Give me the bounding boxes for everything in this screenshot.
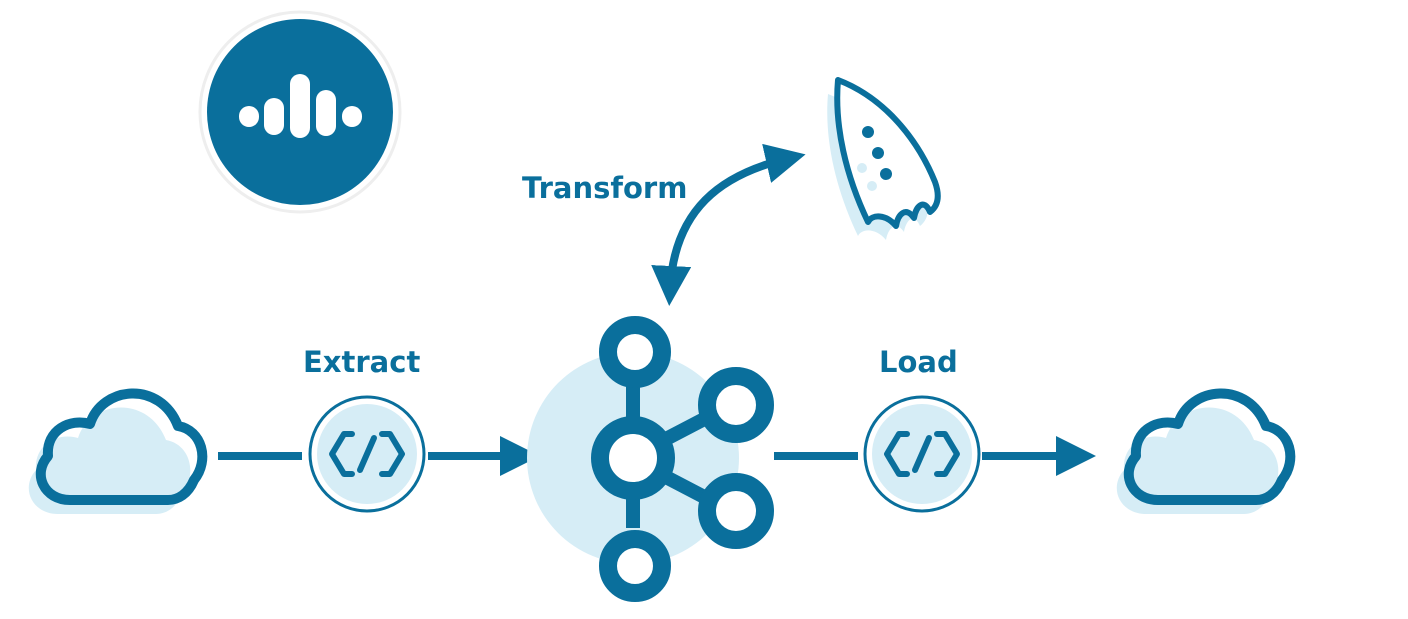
kafka-hub-icon (527, 316, 774, 602)
extract-connector-icon (308, 395, 426, 513)
load-label: Load (879, 345, 958, 379)
equalizer-bars-icon (239, 74, 362, 138)
transform-two-way-arrow (651, 143, 806, 306)
transform-label: Transform (522, 171, 688, 205)
rocket-icon (827, 77, 941, 240)
logo-badge (198, 10, 402, 214)
load-connector-icon (863, 395, 981, 513)
source-cloud-icon (28, 388, 208, 514)
destination-cloud-icon (1116, 388, 1296, 514)
extract-label: Extract (303, 345, 421, 379)
